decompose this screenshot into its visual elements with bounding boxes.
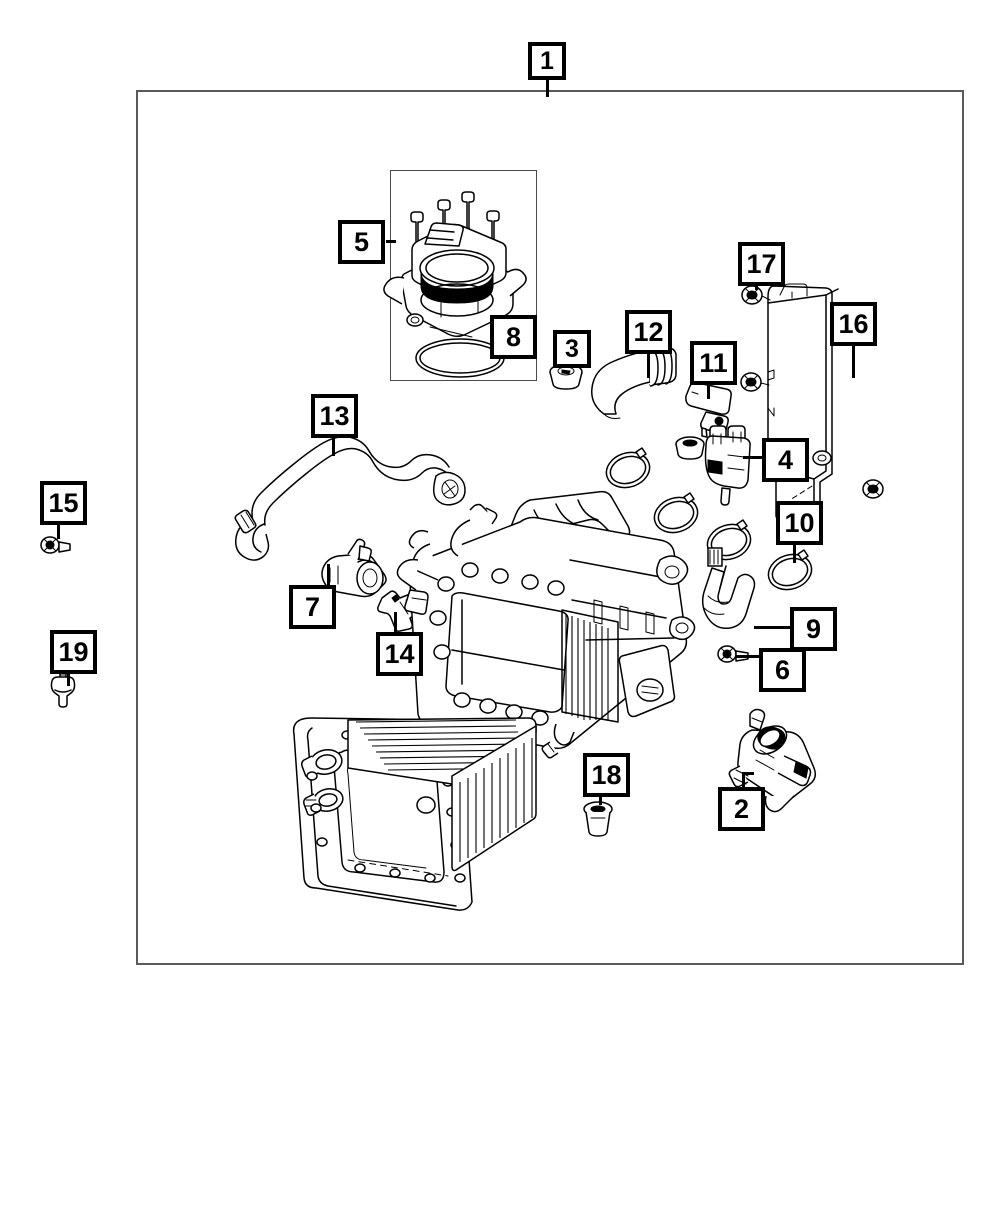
callout-6[interactable]: 6 — [759, 648, 806, 692]
callout-9[interactable]: 9 — [790, 607, 837, 651]
callout-5[interactable]: 5 — [338, 220, 385, 264]
callout-1[interactable]: 1 — [528, 42, 566, 80]
callout-6-number: 6 — [774, 654, 791, 685]
callout-18[interactable]: 18 — [583, 753, 630, 797]
leader-line-18 — [599, 797, 602, 805]
callout-15-number: 15 — [48, 487, 79, 518]
callout-5-number: 5 — [353, 226, 370, 257]
throttle-body-subassembly-border — [390, 170, 537, 381]
leader-line-17 — [755, 286, 758, 290]
callout-3-number: 3 — [565, 334, 579, 363]
callout-14[interactable]: 14 — [376, 632, 423, 676]
callout-19[interactable]: 19 — [50, 630, 97, 674]
callout-2-number: 2 — [733, 793, 750, 824]
callout-10[interactable]: 10 — [776, 501, 823, 545]
callout-17[interactable]: 17 — [738, 242, 785, 286]
callout-3[interactable]: 3 — [553, 330, 591, 368]
leader-line-15 — [57, 525, 60, 539]
leader-line-9 — [754, 626, 790, 629]
callout-7[interactable]: 7 — [289, 585, 336, 629]
callout-11[interactable]: 11 — [690, 341, 737, 385]
callout-9-number: 9 — [805, 613, 822, 644]
callout-8[interactable]: 8 — [490, 315, 537, 359]
leader-line-11 — [707, 385, 710, 399]
callout-14-number: 14 — [384, 638, 415, 669]
leader-line-7 — [327, 564, 330, 586]
callout-15[interactable]: 15 — [40, 481, 87, 525]
callout-7-number: 7 — [304, 591, 321, 622]
callout-11-number: 11 — [699, 347, 728, 378]
callout-13-number: 13 — [319, 400, 350, 431]
callout-8-number: 8 — [505, 321, 522, 352]
callout-4-number: 4 — [777, 444, 794, 475]
leader-line-1 — [546, 75, 549, 97]
leader-line-13 — [332, 438, 335, 456]
callout-2[interactable]: 2 — [718, 787, 765, 831]
leader-line-16 — [852, 346, 855, 378]
bolt-drawing — [40, 536, 71, 554]
leader-line-14 — [394, 612, 397, 634]
callout-16[interactable]: 16 — [830, 302, 877, 346]
leader-line-10 — [793, 545, 796, 563]
callout-18-number: 18 — [591, 759, 622, 790]
leader-line-6 — [736, 655, 760, 658]
pin-drawing — [50, 671, 76, 708]
leader-line-19 — [67, 674, 70, 686]
callout-4[interactable]: 4 — [762, 438, 809, 482]
leader-line-2b — [742, 772, 754, 775]
callout-10-number: 10 — [784, 507, 815, 538]
leader-line-12 — [647, 354, 650, 378]
callout-17-number: 17 — [746, 248, 777, 279]
callout-12[interactable]: 12 — [625, 310, 672, 354]
callout-13[interactable]: 13 — [311, 394, 358, 438]
leader-line-5 — [386, 240, 396, 243]
callout-19-number: 19 — [58, 636, 89, 667]
callout-1-number: 1 — [540, 46, 554, 75]
callout-12-number: 12 — [633, 316, 664, 347]
assembly-border — [136, 90, 964, 965]
leader-line-4 — [743, 456, 765, 459]
callout-16-number: 16 — [838, 308, 869, 339]
